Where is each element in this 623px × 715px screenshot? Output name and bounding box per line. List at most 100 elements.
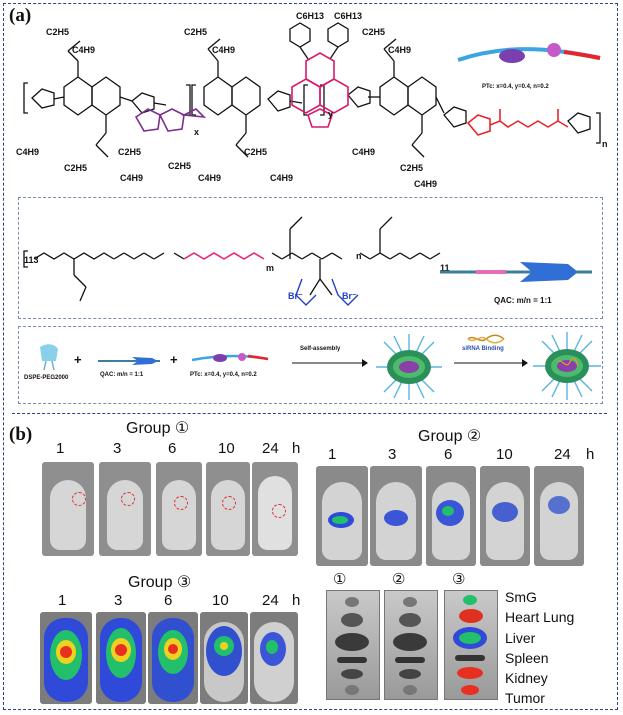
qac-polymer-icon [440, 262, 592, 282]
qac-chemical-structure: 113 m n 113 Br⁻ Br⁻ [23, 216, 450, 306]
c4h9-text-4: C4H9 [198, 173, 221, 183]
dna-helix-icon [467, 334, 505, 344]
c2h5-text-7: C2H5 [362, 27, 385, 37]
group1-time-3: 6 [168, 440, 177, 457]
group3-time-4: 10 [212, 592, 229, 609]
ptc-mini-label: PTc: x=0.4, y=0.4, n=0.2 [190, 372, 257, 378]
group2-mouse-1 [316, 466, 368, 566]
n-subscript: n [602, 139, 608, 149]
c6h13-left-text: C6H13 [296, 11, 324, 21]
qac-m-subscript: m [266, 263, 274, 273]
organ-panel-2 [384, 590, 438, 700]
group3-mouse-5 [250, 612, 298, 704]
c2h5-text-1: C2H5 [46, 27, 69, 37]
qac-legend-text: QAC: m/n = 1:1 [494, 296, 552, 305]
organ-label-tumor: Tumor [505, 690, 545, 706]
c4h9-text-3: C4H9 [120, 173, 143, 183]
group3-time-2: 3 [114, 592, 123, 609]
group2-title: Group ② [418, 428, 482, 445]
group2-mouse-3 [426, 466, 476, 566]
group3-time-3: 6 [164, 592, 173, 609]
c4h9-text-2: C4H9 [16, 147, 39, 157]
c2h5-text-4: C2H5 [168, 161, 191, 171]
group1-time-2: 3 [113, 440, 122, 457]
group2-unit: h [586, 446, 595, 463]
ptc-chemical-structure: C6H13 C6H13 C2H5 C4H9 C4H9 C2H5 C2H5 C4H… [16, 11, 608, 189]
organ-panel-3 [444, 590, 498, 700]
c2h5-text-2: C2H5 [64, 163, 87, 173]
panel-divider [12, 413, 607, 414]
c2h5-text-3: C2H5 [118, 147, 141, 157]
group3-title: Group ③ [128, 574, 192, 591]
c2h5-text-6: C2H5 [244, 147, 267, 157]
group3-mouse-2 [96, 612, 146, 704]
qac-mini-icon [98, 357, 160, 365]
qac-structure-box [18, 197, 603, 319]
c2h5-text-5: C2H5 [184, 27, 207, 37]
group3-mouse-4 [200, 612, 248, 704]
organ-label-liver: Liver [505, 630, 536, 646]
organ-col-3-label: ③ [452, 571, 466, 588]
c2h5-text-8: C2H5 [400, 163, 423, 173]
self-assembly-label: Self-assembly [300, 346, 341, 352]
group1-unit: h [292, 440, 301, 457]
organ-col-1-label: ① [333, 571, 347, 588]
plus-1: + [74, 352, 82, 367]
group2-time-5: 24 [554, 446, 571, 463]
arrow-1 [292, 359, 368, 367]
x-subscript: x [194, 127, 199, 137]
group3-mouse-1 [40, 612, 92, 704]
br-ion-left: Br⁻ [288, 291, 303, 301]
group3-time-1: 1 [58, 592, 67, 609]
group1-time-1: 1 [56, 440, 65, 457]
group2-mouse-5 [534, 466, 584, 566]
y-subscript: y [328, 109, 333, 119]
qac-113-left: 113 [24, 255, 39, 265]
organ-label-smg: SmG [505, 589, 537, 605]
plus-2: + [170, 352, 178, 367]
group2-time-2: 3 [388, 446, 397, 463]
group2-time-1: 1 [328, 446, 337, 463]
organ-label-heart-lung: Heart Lung [505, 609, 575, 625]
c4h9-text-1: C4H9 [72, 45, 95, 55]
group1-mouse-1 [42, 462, 94, 556]
sirna-binding-label: siRNA Binding [462, 346, 504, 352]
dspe-label: DSPE-PEG2000 [24, 375, 69, 381]
panel-b-label: (b) [9, 424, 33, 445]
group1-mouse-2 [99, 462, 151, 556]
c6h13-right-text: C6H13 [334, 11, 362, 21]
arrow-2 [454, 359, 528, 367]
organ-col-2-label: ② [392, 571, 406, 588]
c4h9-text-8: C4H9 [352, 147, 375, 157]
group2-mouse-4 [480, 466, 530, 566]
organ-panel-1 [326, 590, 380, 700]
br-ion-right: Br⁻ [342, 291, 357, 301]
group1-time-4: 10 [218, 440, 235, 457]
ptc-legend-text: PTc: x=0.4, y=0.4, n=0.2 [482, 84, 549, 90]
organ-label-kidney: Kidney [505, 670, 548, 686]
assembly-box [18, 326, 603, 404]
group2-mouse-2 [370, 466, 422, 566]
c4h9-text-9: C4H9 [414, 179, 437, 189]
group3-time-5: 24 [262, 592, 279, 609]
group3-mouse-3 [148, 612, 198, 704]
group3-unit: h [292, 592, 301, 609]
group1-mouse-3 [156, 462, 202, 556]
group1-mouse-4 [206, 462, 250, 556]
ptc-mini-icon [191, 353, 269, 362]
organ-label-spleen: Spleen [505, 650, 549, 666]
nanoparticle-loaded-icon [533, 332, 601, 400]
qac-mini-label: QAC: m/n = 1:1 [100, 372, 144, 378]
dspe-peg-icon [40, 344, 58, 371]
c4h9-text-7: C4H9 [388, 45, 411, 55]
group1-mouse-5 [252, 462, 298, 556]
group1-time-5: 24 [262, 440, 279, 457]
nanoparticle-empty-icon [376, 334, 442, 400]
c4h9-text-5: C4H9 [212, 45, 235, 55]
group2-time-3: 6 [444, 446, 453, 463]
qac-113-right: 113 [440, 263, 450, 273]
panel-a-label: (a) [9, 5, 32, 26]
c4h9-text-6: C4H9 [270, 173, 293, 183]
group2-time-4: 10 [496, 446, 513, 463]
group1-title: Group ① [126, 420, 190, 437]
